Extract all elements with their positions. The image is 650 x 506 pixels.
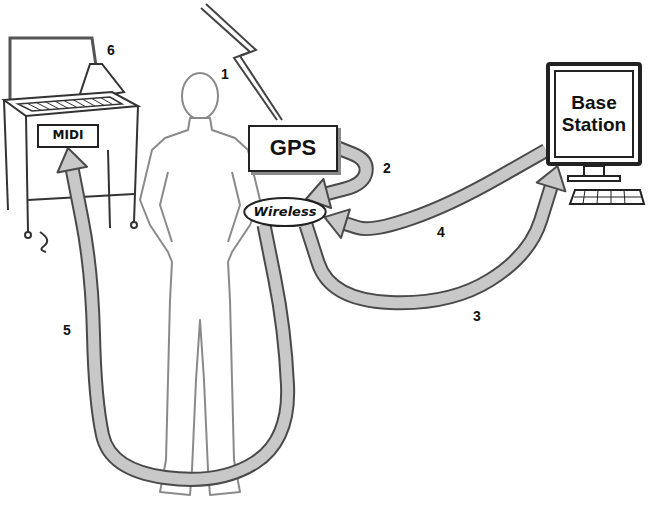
wireless-ellipse: Wireless (243, 197, 327, 227)
flow-arrow (306, 166, 565, 303)
step-number: 3 (470, 308, 484, 324)
arrow-head (58, 148, 88, 173)
table-foot (131, 222, 137, 228)
monitor-base (568, 176, 620, 181)
computer-keyboard (570, 190, 644, 204)
person-arm (228, 172, 240, 242)
arrow-head (537, 166, 566, 191)
flow-arrow (58, 148, 288, 479)
step-number: 5 (60, 322, 74, 338)
person-outline (140, 118, 260, 495)
arrow-body (306, 185, 552, 303)
table-leg (108, 150, 110, 228)
keyboard-keys (27, 98, 113, 111)
person-head (182, 73, 218, 119)
node-text: Wireless (254, 205, 317, 219)
arrow-outline (306, 185, 552, 303)
monitor-stand (584, 166, 604, 176)
table-top (4, 92, 138, 116)
step-number: 4 (434, 224, 448, 240)
callout-number: 1 (218, 66, 232, 82)
node-text: GPS (270, 136, 316, 160)
gps-box: GPS (248, 125, 338, 172)
table-leg (26, 116, 28, 232)
keyboard-keys (574, 190, 642, 204)
arrow-outline (344, 150, 546, 228)
base-station-monitor: Base Station (546, 62, 642, 166)
ellipse-outline (244, 198, 325, 226)
table-foot (25, 232, 31, 238)
node-text: Base Station (560, 92, 628, 136)
table-leg (134, 106, 138, 222)
node-text: MIDI (53, 129, 84, 142)
cable (40, 232, 47, 252)
table-leg (4, 100, 8, 210)
callout-number: 6 (104, 42, 118, 58)
person-arm (160, 172, 172, 242)
midi-panel: MIDI (37, 124, 99, 148)
arrow-body (344, 150, 546, 228)
arrow-head (325, 209, 350, 238)
keyboard (18, 97, 122, 111)
step-number: 2 (380, 160, 394, 176)
